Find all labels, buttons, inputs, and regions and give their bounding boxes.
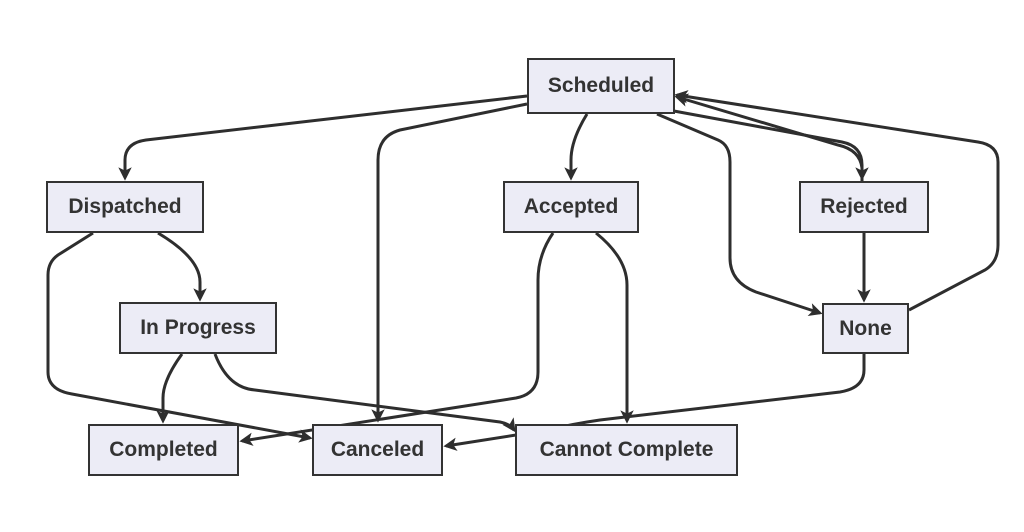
edge-scheduled-canceled [371,102,528,423]
edge-scheduled-accepted [564,113,589,181]
edge-none-scheduled [674,89,1000,312]
edge-scheduled-dispatched [118,94,528,181]
edge-dispatched-inprogress [157,231,207,302]
edge-rejected-scheduled [674,93,864,181]
edge-dispatched-canceled [46,231,313,443]
edge-inprogress-cannotcomplete [213,353,516,433]
edge-scheduled-none [656,112,823,317]
edge-accepted-cannotcomplete [595,231,634,424]
node-completed: Completed [88,424,239,476]
node-dispatched: Dispatched [46,181,204,233]
edge-accepted-completed [239,232,555,446]
node-rejected: Rejected [799,181,929,233]
node-none: None [822,303,909,354]
node-accepted: Accepted [503,181,639,233]
node-canceled: Canceled [312,424,443,476]
edge-inprogress-completed [156,353,184,424]
node-cannot-complete: Cannot Complete [515,424,738,476]
node-scheduled: Scheduled [527,58,675,114]
node-in-progress: In Progress [119,302,277,354]
